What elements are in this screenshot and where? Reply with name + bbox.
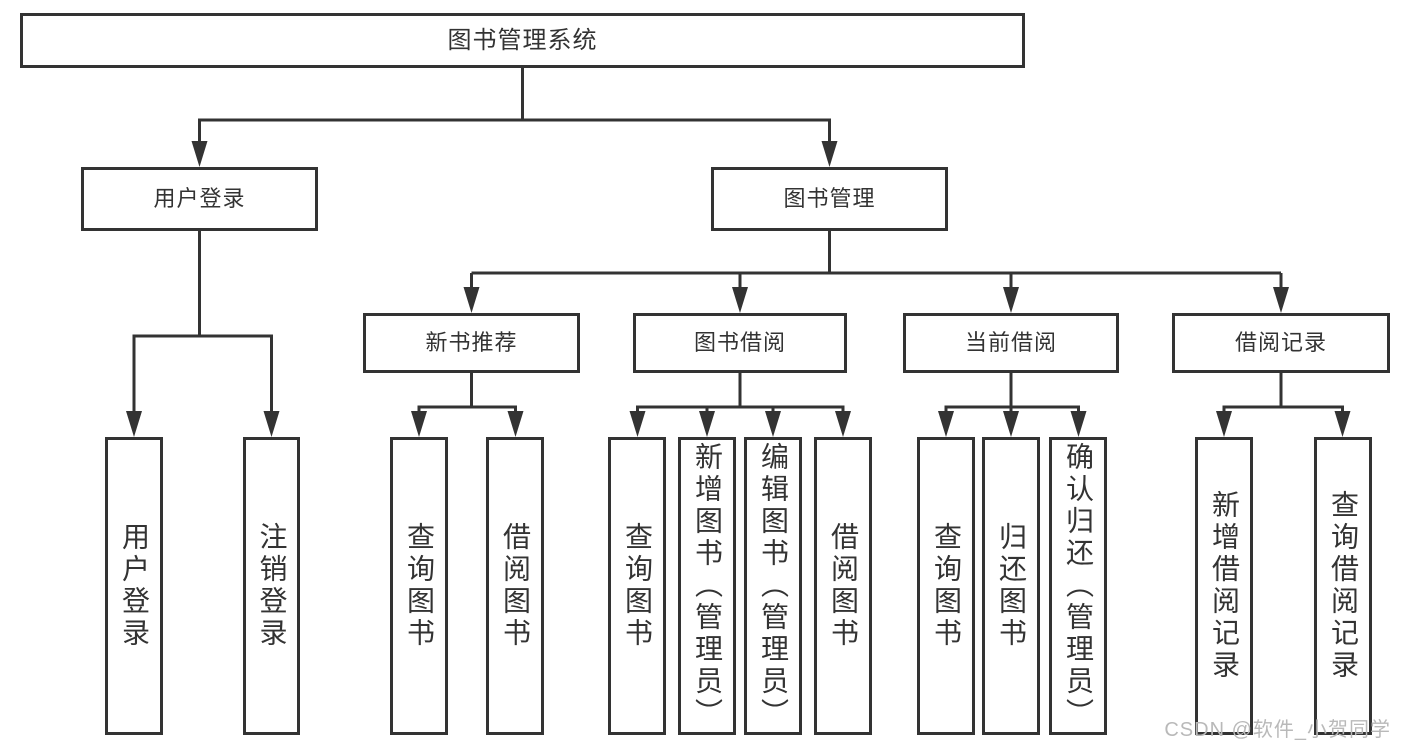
node-current-borrow: 当前借阅 bbox=[903, 313, 1119, 373]
leaf-bb-edit-books-admin: 编辑图书（管理员） bbox=[744, 437, 802, 735]
csdn-watermark: CSDN @软件_小贺同学 bbox=[1164, 719, 1391, 741]
node-new-book-recommend: 新书推荐 bbox=[363, 313, 580, 373]
leaf-user-login: 用户登录 bbox=[105, 437, 163, 735]
leaf-bb-add-books-admin: 新增图书（管理员） bbox=[678, 437, 736, 735]
arrowheads bbox=[126, 141, 1351, 437]
node-book-management: 图书管理 bbox=[711, 167, 948, 231]
leaf-cb-confirm-return-admin: 确认归还（管理员） bbox=[1049, 437, 1107, 735]
leaf-rec-query-books: 查询图书 bbox=[390, 437, 448, 735]
node-root: 图书管理系统 bbox=[20, 13, 1025, 68]
leaf-bb-query-books: 查询图书 bbox=[608, 437, 666, 735]
leaf-cb-return-books: 归还图书 bbox=[982, 437, 1040, 735]
connector-path bbox=[132, 68, 1344, 414]
leaf-br-add-record: 新增借阅记录 bbox=[1195, 437, 1253, 735]
leaf-rec-borrow-books: 借阅图书 bbox=[486, 437, 544, 735]
leaf-br-query-record: 查询借阅记录 bbox=[1314, 437, 1372, 735]
leaf-bb-borrow-books: 借阅图书 bbox=[814, 437, 872, 735]
node-book-borrow: 图书借阅 bbox=[633, 313, 847, 373]
leaf-logout: 注销登录 bbox=[243, 437, 300, 735]
node-borrow-records: 借阅记录 bbox=[1172, 313, 1390, 373]
node-user-login: 用户登录 bbox=[81, 167, 318, 231]
leaf-cb-query-books: 查询图书 bbox=[917, 437, 975, 735]
